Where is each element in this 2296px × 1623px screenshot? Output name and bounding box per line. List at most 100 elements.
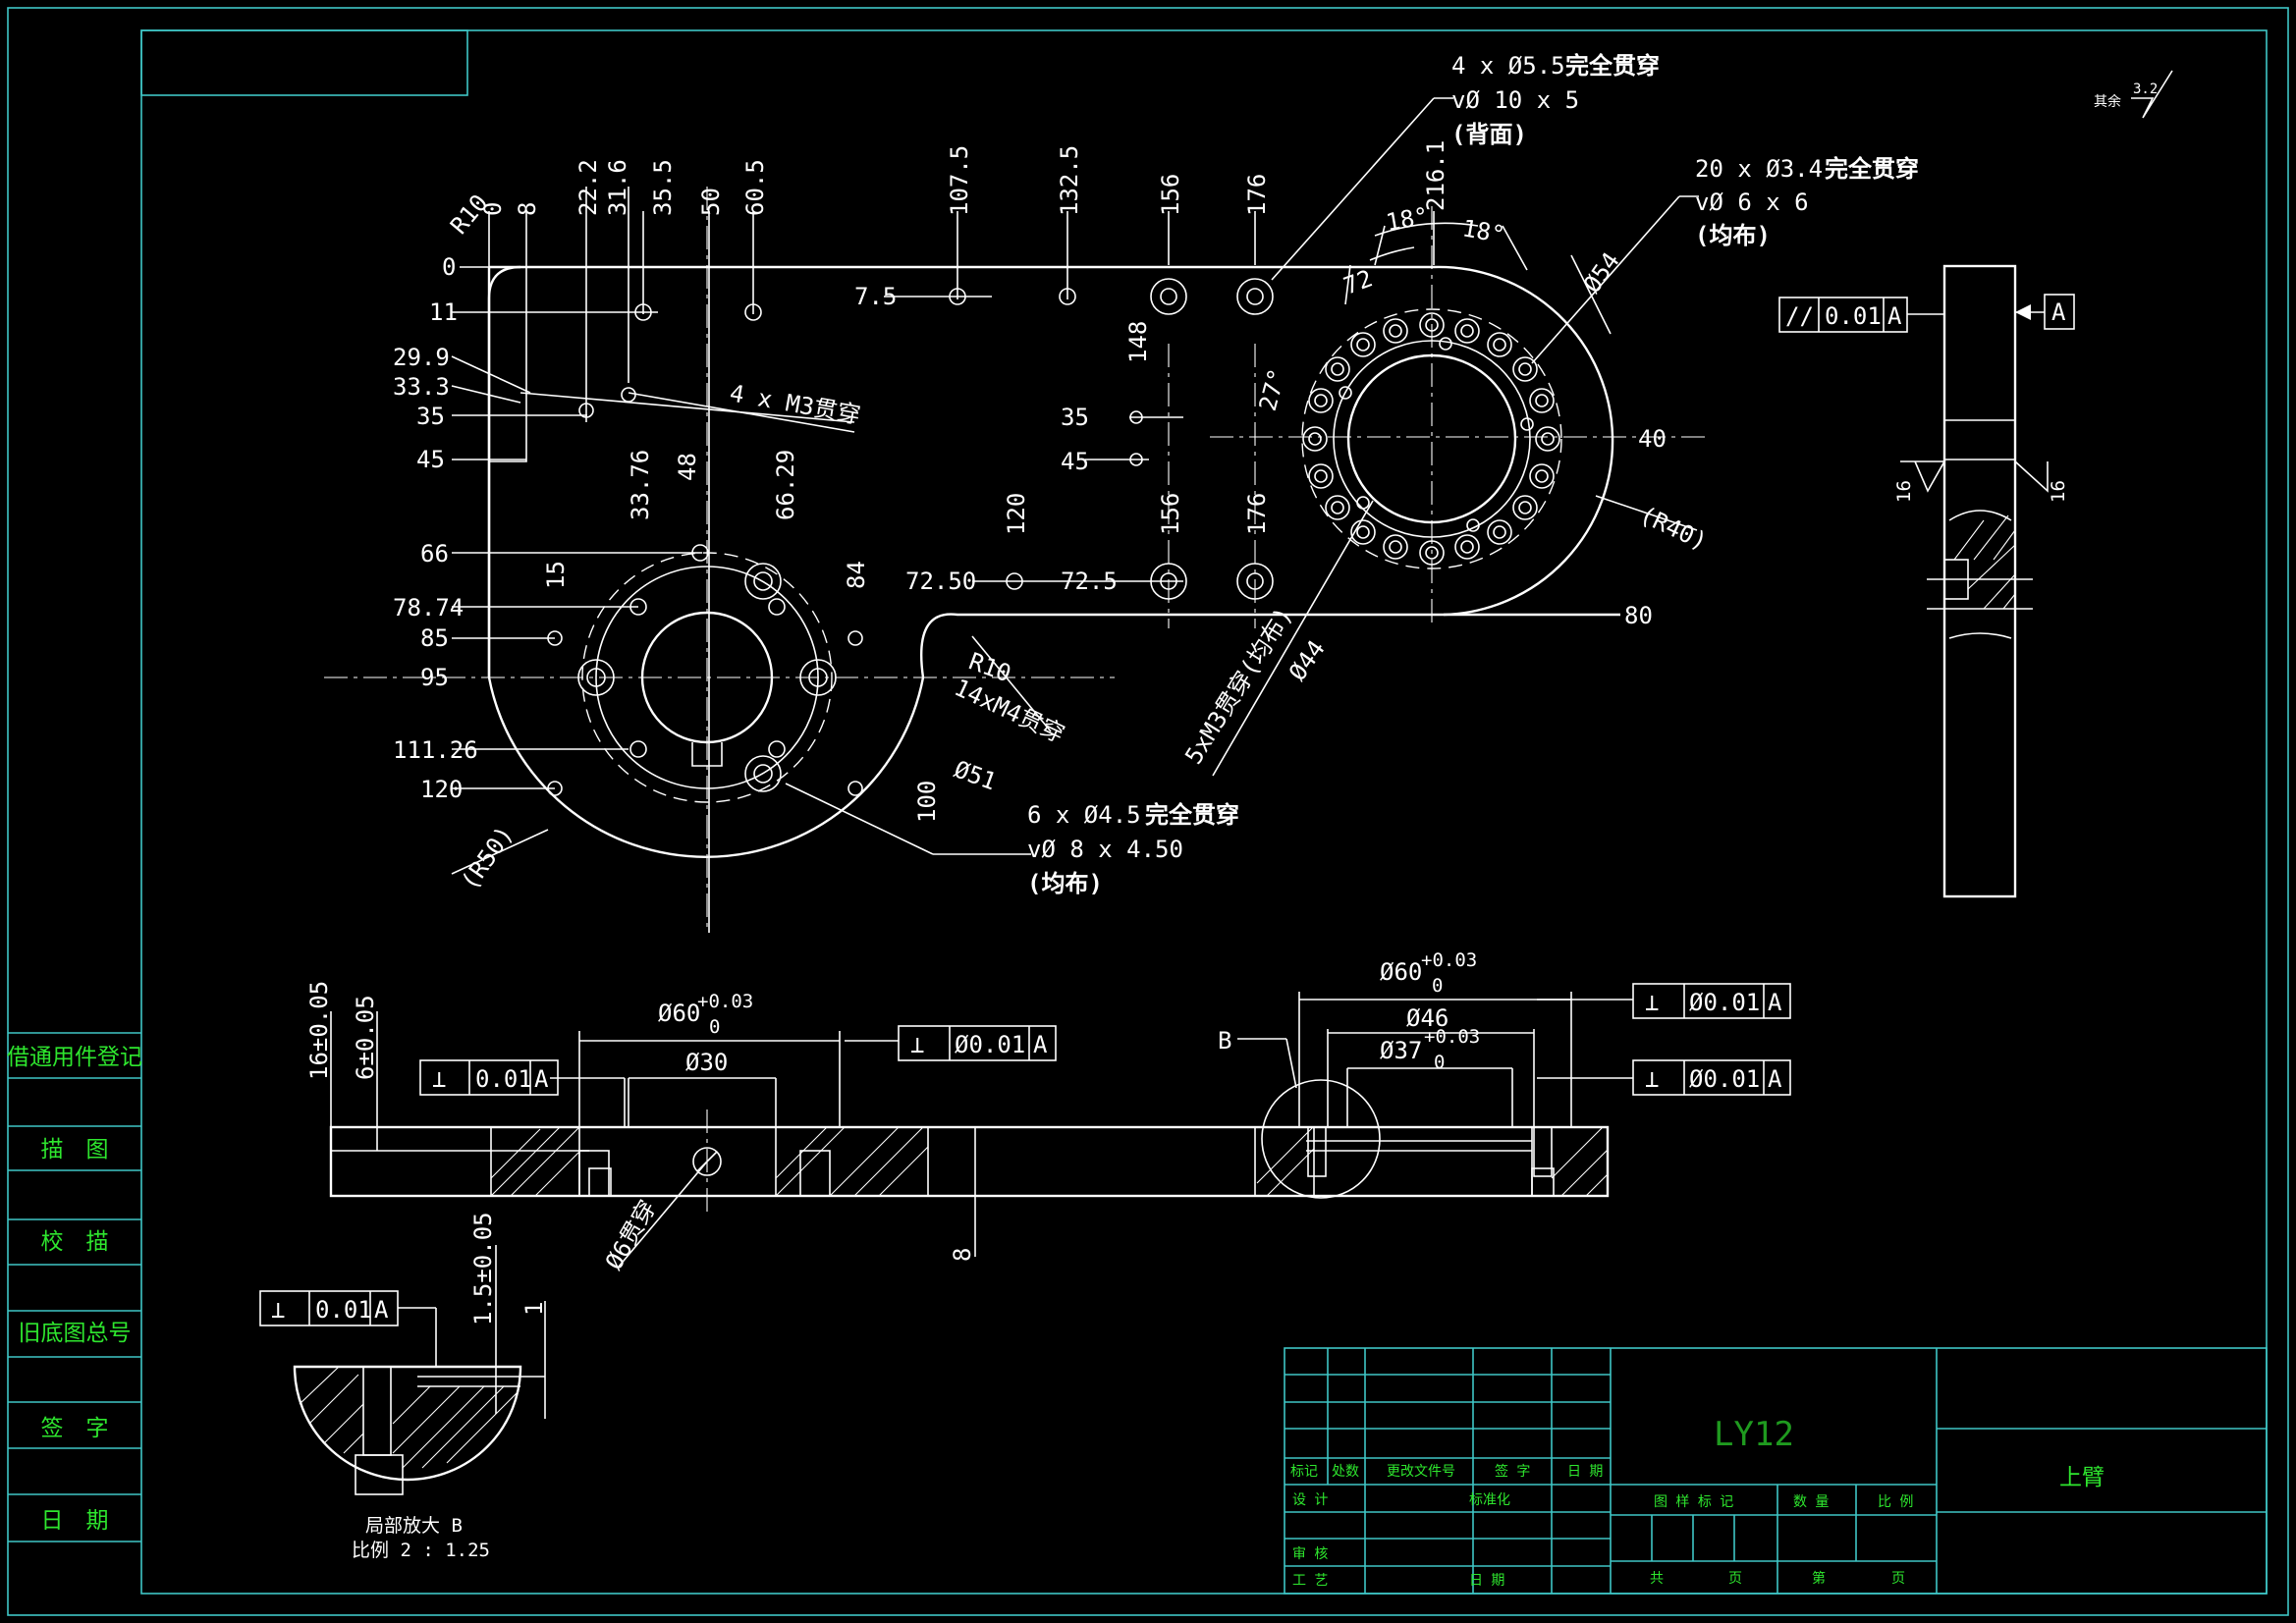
dim-x-22-2: 22.2 [574, 159, 602, 216]
dim-x-0: 0 [479, 202, 507, 216]
frame-perp-2-sym: ⊥ [910, 1031, 924, 1058]
datum-a-label: A [2051, 298, 2066, 326]
sec-6: 6±0.05 [352, 995, 379, 1080]
surface-finish: 其余 3.2 [2094, 70, 2173, 119]
left-strip: 借通用件登记 描 图 校 描 旧底图总号 签 字 日 期 [7, 1032, 142, 1542]
dim-48: 48 [674, 453, 701, 481]
note-4-phi55-back: (背面) [1451, 121, 1527, 148]
dim-x-31-6: 31.6 [604, 159, 631, 216]
note-4-phi55-cbore: vØ 10 x 5 [1451, 86, 1579, 114]
tb-page-no: 第 [1812, 1570, 1826, 1587]
frame-perp-4-val: Ø0.01 [1689, 1065, 1760, 1093]
note-20-phi34-cbore: vØ 6 x 6 [1695, 189, 1809, 216]
note-4-phi55: 4 x Ø5.5 [1451, 52, 1565, 80]
tb-page: 页 [1891, 1571, 1905, 1587]
sec-phi37: Ø37 [1380, 1037, 1422, 1064]
tb-standard: 标准化 [1469, 1492, 1510, 1508]
dim-x-50: 50 [697, 188, 725, 216]
tb-part-name: 上臂 [2059, 1465, 2105, 1490]
dim-x-8: 8 [514, 202, 541, 216]
dim-72-5: 72.5 [1061, 568, 1118, 595]
strip-label-2: 描 图 [41, 1137, 109, 1163]
strip-label-4: 旧底图总号 [19, 1321, 132, 1346]
dim-176-mid: 176 [1243, 493, 1271, 535]
tb-change-doc: 更改文件号 [1387, 1464, 1455, 1480]
dim-x-60-5: 60.5 [741, 159, 769, 216]
frame-perp-5-sym: ⊥ [271, 1296, 285, 1324]
frame-perp-4-sym: ⊥ [1645, 1065, 1659, 1093]
note-20-phi34-even: (均布) [1695, 222, 1771, 249]
dim-phi51: Ø51 [951, 755, 1000, 795]
tb-review: 审 核 [1292, 1546, 1328, 1562]
dim-35-mid: 35 [1061, 404, 1089, 431]
dim-y-85: 85 [420, 624, 449, 652]
dim-x-216-1: 216.1 [1422, 140, 1449, 211]
frame-perp-1-datum: A [534, 1065, 549, 1093]
sec-phi60-left-tol: +0.03 [697, 991, 753, 1012]
frame-perp-2: ⊥ Ø0.01 A [898, 1025, 1057, 1061]
dim-y-35: 35 [416, 403, 445, 430]
dim-100: 100 [913, 781, 941, 823]
title-block: 标记 处数 更改文件号 签 字 日 期 设 计 标准化 审 核 工 艺 日 期 … [1284, 1347, 2268, 1595]
frame-perp-2-val: Ø0.01 [955, 1031, 1025, 1058]
strip-label-5: 签 字 [41, 1416, 109, 1441]
tb-count: 处数 [1332, 1464, 1359, 1480]
sec-phi60-left: Ø60 [658, 1000, 700, 1027]
note-20-phi34-through: 完全贯穿 [1825, 155, 1919, 183]
frame-perp-3: ⊥ Ø0.01 A [1632, 983, 1791, 1019]
note-4-phi55-through: 完全贯穿 [1565, 52, 1660, 80]
side-roughness-right: 16 [2048, 480, 2069, 503]
dim-66-29: 66.29 [772, 450, 799, 520]
sec-phi60-right-tol: +0.03 [1421, 949, 1477, 971]
dim-y-78-74: 78.74 [393, 594, 464, 622]
dim-72-50: 72.50 [905, 568, 976, 595]
tb-mark: 标记 [1290, 1464, 1318, 1480]
dim-r40: (R40) [1635, 501, 1711, 556]
dim-x-132-5: 132.5 [1056, 145, 1083, 216]
tb-process: 工 艺 [1292, 1573, 1328, 1589]
sec-phi30: Ø30 [685, 1049, 728, 1076]
tb-date: 日 期 [1469, 1573, 1504, 1589]
detail-b: ⊥ 0.01 A 1.5±0.05 1 局部放大 B 比例 2 : 1.25 [259, 1212, 548, 1561]
sec-phi60-left-zero: 0 [709, 1016, 720, 1038]
dim-y-120: 120 [420, 776, 463, 803]
dim-27-deg: 27° [1254, 365, 1291, 413]
sec-16: 16±0.05 [305, 981, 333, 1080]
tb-total: 共 [1650, 1571, 1664, 1587]
dim-80: 80 [1624, 602, 1653, 629]
frame-perp-5-val: 0.01 [315, 1296, 372, 1324]
sec-phi6: Ø6贯穿 [600, 1195, 662, 1274]
strip-label-6: 日 期 [41, 1508, 109, 1534]
frame-parallel: // 0.01 A [1778, 297, 1944, 333]
frame-perp-1-sym: ⊥ [432, 1065, 446, 1093]
note-6-phi45-even: (均布) [1027, 870, 1103, 897]
dim-x-176: 176 [1243, 174, 1271, 216]
frame-perp-5-datum: A [374, 1296, 389, 1324]
note-20-phi34: 20 x Ø3.4 [1695, 155, 1823, 183]
dim-y-95: 95 [420, 664, 449, 691]
dim-y-66: 66 [420, 540, 449, 568]
dim-18-deg-1: 18° [1384, 202, 1431, 237]
note-6-phi45: 6 x Ø4.5 [1027, 801, 1141, 829]
frame-perp-2-datum: A [1033, 1031, 1048, 1058]
hole-notes: 4 x Ø5.5 完全贯穿 vØ 10 x 5 (背面) 20 x Ø3.4 完… [1027, 52, 1919, 897]
dim-156-mid: 156 [1157, 493, 1184, 535]
strip-label-1: 借通用件登记 [7, 1045, 142, 1070]
frame-parallel-val: 0.01 [1825, 302, 1882, 330]
section-view: 16±0.05 6±0.05 Ø60 +0.03 0 Ø30 8 Ø6贯穿 Ø6… [305, 949, 1633, 1274]
frame-perp-3-val: Ø0.01 [1689, 989, 1760, 1016]
surface-rest-label: 其余 [2094, 93, 2121, 110]
dim-120-mid: 120 [1003, 493, 1030, 535]
surface-value: 3.2 [2133, 81, 2158, 97]
dim-148: 148 [1124, 321, 1152, 363]
frame-perp-4-datum: A [1768, 1065, 1782, 1093]
frame-perp-3-sym: ⊥ [1645, 989, 1659, 1016]
tb-date-col: 日 期 [1567, 1464, 1603, 1480]
dim-y-45: 45 [416, 446, 445, 473]
tb-scale: 比 例 [1878, 1494, 1913, 1510]
dim-phi54: Ø54 [1578, 247, 1625, 298]
side-roughness-left: 16 [1893, 480, 1915, 503]
dim-x-107-5: 107.5 [946, 145, 973, 216]
dim-72-angle: 72 [1339, 264, 1376, 299]
